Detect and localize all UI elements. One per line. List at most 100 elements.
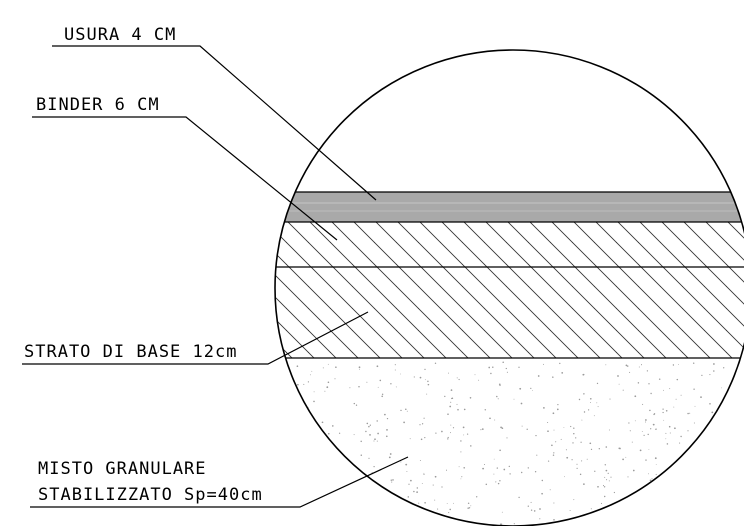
- stipple-dot: [353, 402, 355, 405]
- stipple-dot: [650, 392, 652, 395]
- stipple-dot: [740, 490, 742, 492]
- stipple-dot: [424, 368, 426, 371]
- stipple-dot: [560, 438, 562, 440]
- stipple-dot: [513, 398, 515, 400]
- stipple-dot: [719, 493, 721, 495]
- stipple-dot: [434, 499, 436, 501]
- stipple-dot: [722, 432, 724, 434]
- stipple-dot: [452, 427, 455, 429]
- stipple-dot: [474, 374, 476, 376]
- stipple-dot: [389, 453, 392, 455]
- stipple-dot: [358, 386, 360, 388]
- stipple-dot: [352, 486, 354, 488]
- stipple-dot: [501, 427, 504, 430]
- stipple-dot: [692, 362, 695, 364]
- stipple-dot: [365, 430, 367, 433]
- stipple-dot: [390, 383, 392, 385]
- section-layers: [270, 191, 744, 526]
- stipple-dot: [463, 408, 466, 411]
- stipple-dot: [450, 432, 451, 434]
- stipple-dot: [598, 448, 600, 450]
- stipple-dot: [597, 485, 599, 488]
- stipple-dot: [608, 429, 610, 431]
- stipple-dot: [639, 449, 642, 452]
- stipple-dot: [652, 423, 655, 426]
- stipple-dot: [530, 509, 533, 511]
- stipple-dot: [582, 373, 585, 376]
- stipple-dot: [384, 489, 386, 491]
- stipple-dot: [572, 442, 574, 444]
- stipple-dot: [555, 441, 557, 443]
- stipple-dot: [467, 507, 469, 509]
- stipple-dot: [446, 503, 448, 504]
- stipple-dot: [604, 464, 606, 466]
- stipple-dot: [270, 364, 271, 365]
- stipple-dot: [713, 363, 715, 365]
- stipple-dot: [376, 420, 378, 422]
- stipple-dot: [325, 448, 327, 450]
- stipple-dot: [360, 454, 363, 457]
- stipple-dot: [547, 460, 550, 462]
- stipple-dot: [663, 389, 664, 391]
- stipple-dot: [309, 455, 312, 457]
- stipple-dot: [456, 377, 458, 379]
- stipple-dot: [392, 479, 394, 481]
- stipple-dot: [672, 522, 674, 524]
- stipple-dot: [381, 395, 383, 398]
- stipple-dot: [448, 512, 450, 514]
- stipple-dot: [416, 487, 419, 489]
- stipple-dot: [589, 442, 592, 445]
- stipple-dot: [497, 398, 499, 400]
- stipple-dot: [369, 434, 371, 436]
- stipple-dot: [434, 475, 437, 478]
- stipple-dot: [520, 402, 523, 405]
- stipple-dot: [359, 368, 361, 370]
- stipple-dot: [722, 508, 724, 510]
- stipple-dot: [328, 433, 330, 435]
- stipple-dot: [645, 459, 647, 461]
- stipple-dot: [324, 390, 326, 392]
- stipple-dot: [715, 428, 717, 430]
- stipple-dot: [634, 395, 637, 398]
- stipple-dot: [502, 361, 504, 364]
- stipple-dot: [321, 474, 323, 477]
- stipple-dot: [366, 381, 368, 383]
- stipple-dot: [327, 506, 329, 508]
- stipple-dot: [734, 404, 737, 407]
- stipple-dot: [648, 473, 649, 475]
- stipple-dot: [728, 464, 730, 466]
- stipple-dot: [327, 498, 329, 500]
- stipple-dot: [533, 510, 536, 512]
- stipple-dot: [305, 505, 307, 508]
- stipple-dot: [583, 393, 585, 395]
- stipple-dot: [710, 471, 712, 473]
- stipple-dot: [275, 414, 276, 416]
- stipple-dot: [736, 437, 738, 440]
- stipple-dot: [294, 394, 297, 396]
- stipple-dot: [319, 447, 320, 448]
- stipple-dot: [313, 391, 315, 393]
- base-label: STRATO DI BASE 12cm: [24, 342, 237, 362]
- stipple-dot: [655, 428, 657, 430]
- stipple-dot: [450, 424, 452, 426]
- stipple-dot: [672, 364, 675, 366]
- stipple-dot: [530, 501, 532, 503]
- stipple-dot: [445, 469, 448, 471]
- stipple-dot: [390, 479, 393, 481]
- stipple-dot: [713, 433, 715, 435]
- binder-layer: [275, 222, 744, 267]
- stipple-dot: [637, 382, 640, 384]
- stipple-dot: [377, 386, 379, 388]
- stipple-dot: [335, 366, 337, 368]
- stipple-dot: [412, 508, 414, 510]
- stipple-dot: [553, 452, 555, 454]
- stipple-dot: [306, 512, 308, 515]
- stipple-dot: [553, 429, 555, 431]
- stipple-dot: [668, 425, 671, 428]
- stipple-dot: [277, 466, 279, 468]
- stipple-dot: [322, 492, 325, 494]
- stipple-dot: [386, 417, 389, 420]
- stipple-dot: [400, 461, 402, 463]
- stipple-dot: [570, 425, 572, 428]
- stipple-dot: [407, 510, 409, 513]
